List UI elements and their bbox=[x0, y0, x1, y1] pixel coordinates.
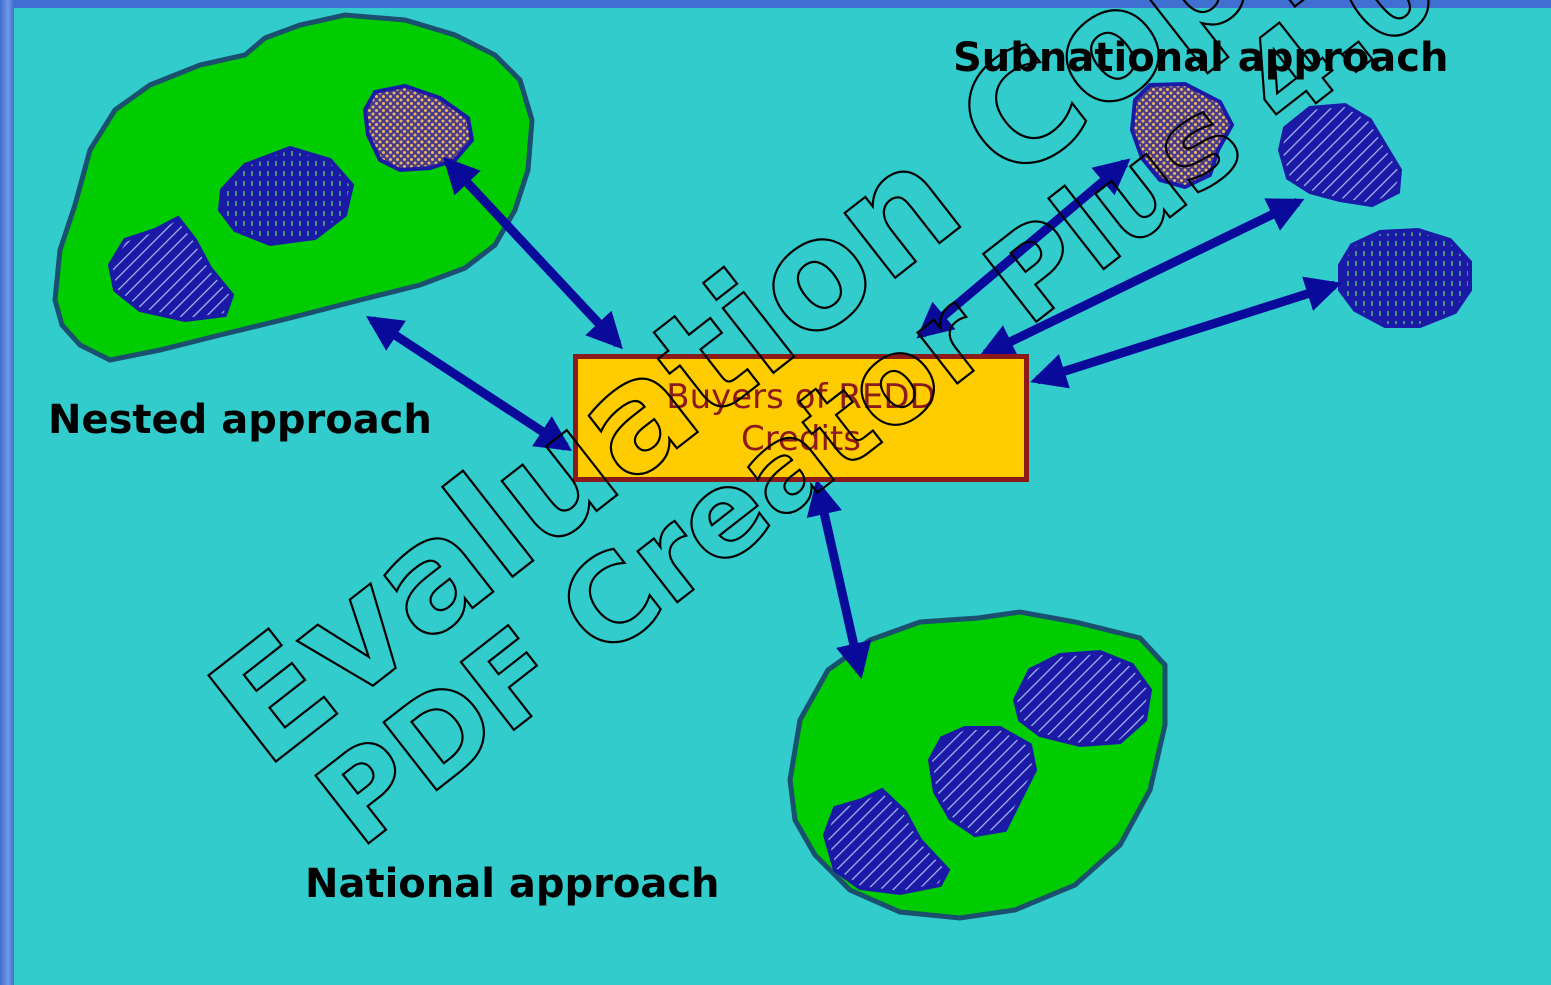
national-approach-label: National approach bbox=[305, 861, 720, 907]
arrow-national bbox=[806, 478, 872, 680]
subnational-patch-diagonal bbox=[1277, 102, 1403, 208]
subnational-patch-vertical bbox=[1338, 227, 1472, 328]
nested-patch-vertical bbox=[217, 145, 355, 247]
arrow-nested-dotted bbox=[443, 156, 623, 350]
buyers-box: Buyers of REDD Credits bbox=[573, 354, 1029, 482]
arrow-subnational-dotted bbox=[916, 158, 1131, 339]
subnational-approach-label: Subnational approach bbox=[953, 35, 1449, 81]
arrow-nested-landmass bbox=[365, 316, 573, 451]
buyers-box-line2: Credits bbox=[741, 419, 861, 459]
national-patch-diagonal-3 bbox=[822, 787, 951, 896]
nested-approach-label: Nested approach bbox=[48, 397, 432, 443]
arrow-subnational-vertical bbox=[1030, 276, 1342, 389]
nested-patch-diagonal bbox=[107, 215, 235, 323]
nested-patch-dotted bbox=[362, 83, 475, 173]
national-patch-diagonal-2 bbox=[927, 726, 1038, 838]
national-patch-diagonal-1 bbox=[1012, 649, 1153, 748]
subnational-patch-dotted bbox=[1129, 81, 1235, 190]
arrow-subnational-diagonal bbox=[978, 197, 1305, 359]
buyers-box-line1: Buyers of REDD bbox=[666, 376, 936, 417]
